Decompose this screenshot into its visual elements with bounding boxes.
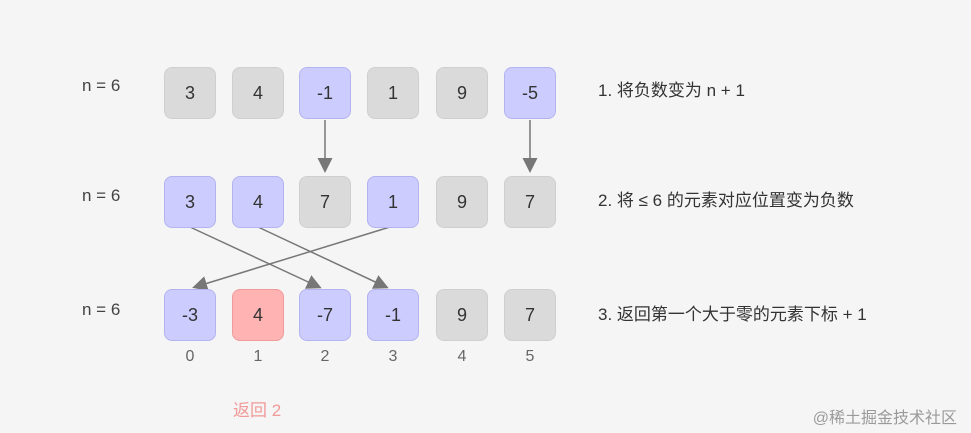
- step-2-text: 2. 将 ≤ 6 的元素对应位置变为负数: [598, 191, 854, 210]
- index-label-0: 0: [185, 348, 195, 365]
- row3-cell-1: 4: [232, 289, 284, 341]
- row3-cell-3: -1: [367, 289, 419, 341]
- row3-n-label: n = 6: [82, 300, 121, 319]
- row2-cell-1: 4: [232, 176, 284, 228]
- row1-n-label: n = 6: [82, 76, 121, 95]
- row2-cell-5: 7: [504, 176, 556, 228]
- row3-cell-2: -7: [299, 289, 351, 341]
- row3-cell-0: -3: [164, 289, 216, 341]
- arrow-4-to-3: [257, 226, 389, 289]
- row1-cell-0: 3: [164, 67, 216, 119]
- watermark-text: @稀土掘金技术社区: [812, 410, 957, 427]
- row2-cell-2: 7: [299, 176, 351, 228]
- row2-n-label: n = 6: [82, 186, 121, 205]
- row3-cell-4: 9: [436, 289, 488, 341]
- index-label-4: 4: [457, 348, 467, 365]
- arrow-3-to-2: [189, 226, 322, 289]
- row2-cell-0: 3: [164, 176, 216, 228]
- row3-cell-5: 7: [504, 289, 556, 341]
- index-label-1: 1: [253, 348, 263, 365]
- index-label-3: 3: [388, 348, 398, 365]
- row1-cell-2: -1: [299, 67, 351, 119]
- step-1-text: 1. 将负数变为 n + 1: [598, 81, 745, 100]
- arrow-1-to-0: [192, 226, 391, 291]
- row1-cell-1: 4: [232, 67, 284, 119]
- result-text: 返回 2: [233, 401, 282, 420]
- row2-cell-3: 1: [367, 176, 419, 228]
- row1-cell-5: -5: [504, 67, 556, 119]
- step-3-text: 3. 返回第一个大于零的元素下标 + 1: [598, 305, 867, 324]
- index-label-5: 5: [525, 348, 535, 365]
- row1-cell-3: 1: [367, 67, 419, 119]
- row2-cell-4: 9: [436, 176, 488, 228]
- row1-cell-4: 9: [436, 67, 488, 119]
- index-label-2: 2: [320, 348, 330, 365]
